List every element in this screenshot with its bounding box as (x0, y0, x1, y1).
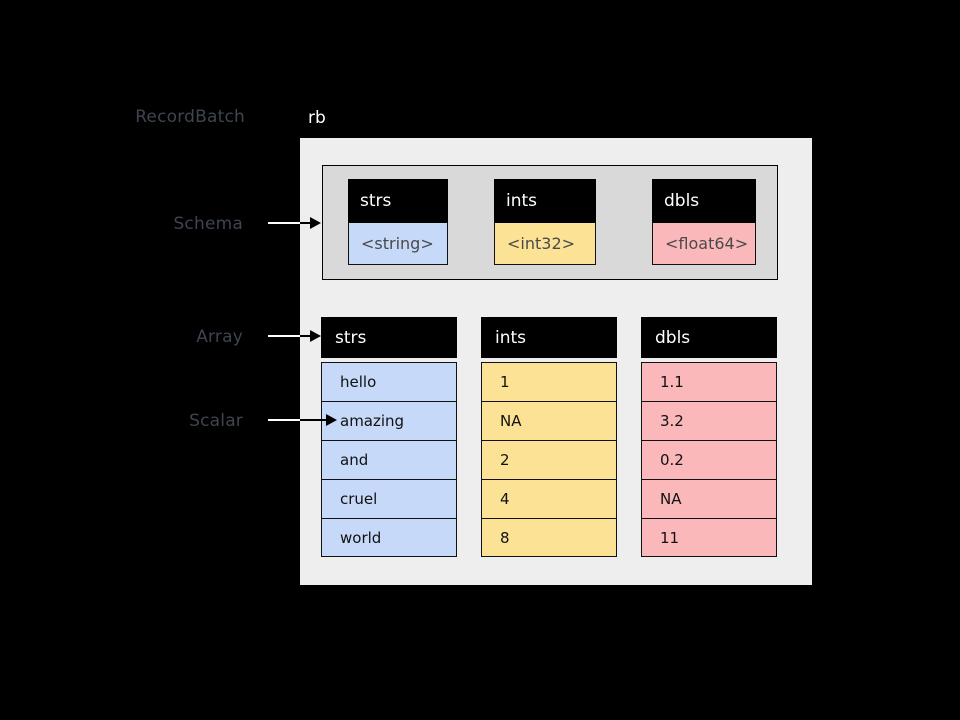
annotation-label-scalar: Scalar (189, 411, 243, 431)
array-cells: 1 NA 2 4 8 (481, 362, 617, 557)
array-cell[interactable]: 0.2 (641, 440, 777, 479)
array-column-dbls[interactable]: dbls 1.1 3.2 0.2 NA 11 (641, 317, 777, 557)
annotation-label-array: Array (196, 327, 243, 347)
array-cell[interactable]: and (321, 440, 457, 479)
array-cell[interactable]: 8 (481, 518, 617, 557)
schema-field-dbls[interactable]: dbls <float64> (652, 179, 756, 265)
arrow-scalar (268, 414, 340, 426)
schema-field-type: <float64> (652, 223, 756, 265)
array-cell[interactable]: NA (641, 479, 777, 518)
schema-field-type: <int32> (494, 223, 596, 265)
annotation-label-schema: Schema (173, 214, 243, 234)
array-column-header: ints (481, 317, 617, 358)
array-cells: 1.1 3.2 0.2 NA 11 (641, 362, 777, 557)
array-column-header: strs (321, 317, 457, 358)
array-column-header: dbls (641, 317, 777, 358)
arrow-schema (268, 217, 324, 229)
array-cell[interactable]: 1.1 (641, 362, 777, 401)
array-column-strs[interactable]: strs hello amazing and cruel world (321, 317, 457, 557)
schema-field-name: dbls (652, 179, 756, 223)
array-cell[interactable]: 3.2 (641, 401, 777, 440)
array-cell[interactable]: 2 (481, 440, 617, 479)
schema-field-strs[interactable]: strs <string> (348, 179, 448, 265)
array-cell[interactable]: hello (321, 362, 457, 401)
array-cell[interactable]: 1 (481, 362, 617, 401)
array-cell[interactable]: amazing (321, 401, 457, 440)
annotation-label-recordbatch: RecordBatch (135, 107, 245, 127)
arrow-array (268, 330, 324, 342)
schema-field-name: strs (348, 179, 448, 223)
variable-label-rb: rb (308, 108, 326, 128)
array-cell[interactable]: NA (481, 401, 617, 440)
schema-field-type: <string> (348, 223, 448, 265)
array-column-ints[interactable]: ints 1 NA 2 4 8 (481, 317, 617, 557)
array-cell[interactable]: world (321, 518, 457, 557)
array-cell[interactable]: 11 (641, 518, 777, 557)
schema-field-ints[interactable]: ints <int32> (494, 179, 596, 265)
array-cell[interactable]: 4 (481, 479, 617, 518)
schema-field-name: ints (494, 179, 596, 223)
array-cells: hello amazing and cruel world (321, 362, 457, 557)
array-cell[interactable]: cruel (321, 479, 457, 518)
